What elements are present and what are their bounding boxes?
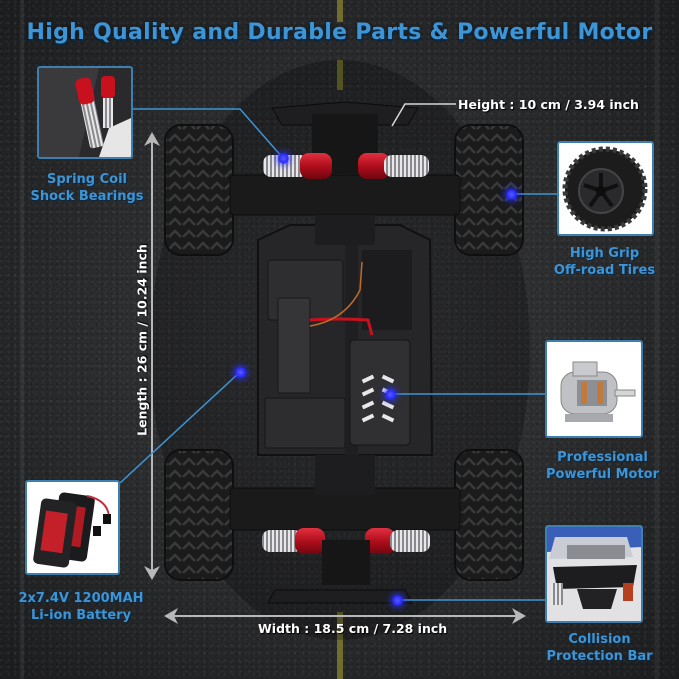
feature-motor-line2: Powerful Motor bbox=[545, 467, 659, 482]
feature-battery-label: 2x7.4V 1200MAH Li-ion Battery bbox=[0, 590, 162, 624]
marker-motor bbox=[385, 389, 396, 400]
feature-motor-label: Professional Powerful Motor bbox=[526, 449, 679, 483]
page-title: High Quality and Durable Parts & Powerfu… bbox=[26, 20, 653, 45]
motor-image bbox=[560, 361, 636, 422]
road-edge-left bbox=[20, 0, 24, 679]
arrow-right-icon bbox=[512, 608, 526, 624]
feature-battery-line1: 2x7.4V 1200MAH bbox=[18, 591, 144, 606]
width-arrow-line bbox=[172, 615, 518, 617]
shock-thumbnail bbox=[37, 66, 133, 159]
feature-shock-line1: Spring Coil bbox=[46, 172, 127, 187]
width-dimension-label: Width : 18.5 cm / 7.28 inch bbox=[258, 621, 448, 636]
bumper-image bbox=[547, 527, 641, 621]
tire-thumbnail bbox=[557, 141, 654, 236]
feature-motor-line1: Professional bbox=[557, 450, 648, 465]
arrow-down-icon bbox=[144, 566, 160, 580]
lane-marking bbox=[337, 60, 343, 90]
feature-bumper-line2: Protection Bar bbox=[546, 649, 653, 664]
lane-marking bbox=[337, 612, 343, 679]
marker-tire bbox=[506, 189, 517, 200]
battery-thumbnail bbox=[25, 480, 120, 575]
feature-bumper-label: Collision Protection Bar bbox=[520, 631, 679, 665]
lane-marking bbox=[337, 0, 343, 22]
feature-tires-label: High Grip Off-road Tires bbox=[530, 245, 679, 279]
arrow-left-icon bbox=[164, 608, 178, 624]
feature-battery-line2: Li-ion Battery bbox=[30, 608, 132, 623]
feature-shock-line2: Shock Bearings bbox=[30, 189, 144, 204]
marker-shock bbox=[278, 153, 289, 164]
feature-tires-line1: High Grip bbox=[569, 246, 640, 261]
bumper-thumbnail bbox=[545, 525, 643, 623]
feature-tires-line2: Off-road Tires bbox=[553, 263, 656, 278]
feature-bumper-line1: Collision bbox=[568, 632, 631, 647]
height-pointer-line bbox=[391, 103, 456, 127]
marker-bumper bbox=[392, 595, 403, 606]
shock-absorber-image bbox=[39, 68, 131, 157]
road-edge-right bbox=[655, 0, 659, 679]
height-dimension-label: Height : 10 cm / 3.94 inch bbox=[458, 97, 639, 112]
battery-image bbox=[33, 492, 111, 568]
motor-thumbnail bbox=[545, 340, 643, 438]
arrow-up-icon bbox=[144, 132, 160, 146]
tire-image bbox=[562, 146, 648, 232]
length-arrow-line bbox=[151, 140, 153, 570]
feature-shock-label: Spring Coil Shock Bearings bbox=[18, 171, 156, 205]
marker-battery bbox=[235, 367, 246, 378]
